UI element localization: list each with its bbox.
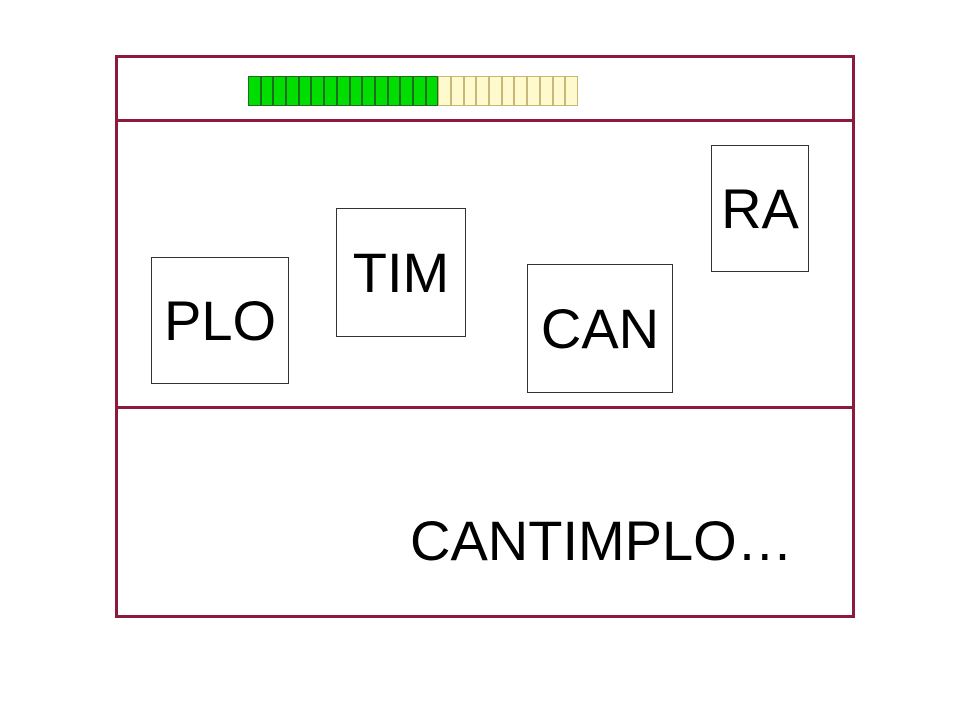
syllable-tile-tim[interactable]: TIM [336,208,466,337]
progress-segment-filled [286,76,299,106]
progress-segment-filled [425,76,439,106]
progress-segment-empty [565,76,578,106]
progress-segment-filled [412,76,426,106]
progress-bar [248,76,578,106]
syllable-tile-ra[interactable]: RA [711,145,809,272]
syllable-tile-plo[interactable]: PLO [151,257,289,384]
progress-segment-empty [489,76,502,106]
progress-segment-filled [362,76,375,106]
progress-segment-empty [451,76,464,106]
answer-word: CANTIMPLO… [410,509,793,572]
progress-segment-empty [463,76,477,106]
progress-segment-filled [336,76,350,106]
progress-segment-filled [324,76,337,106]
progress-segment-empty [552,76,566,106]
progress-segment-empty [476,76,490,106]
progress-segment-empty [514,76,528,106]
progress-segment-empty [539,76,553,106]
progress-segment-filled [248,76,261,106]
progress-segment-filled [260,76,274,106]
progress-segment-filled [273,76,287,106]
progress-segment-filled [298,76,312,106]
progress-segment-filled [311,76,325,106]
progress-segment-filled [374,76,388,106]
progress-segment-empty [527,76,540,106]
syllable-tile-can[interactable]: CAN [527,264,673,393]
progress-segment-empty [501,76,515,106]
progress-segment-filled [387,76,401,106]
progress-segment-empty [438,76,451,106]
progress-segment-filled [349,76,363,106]
answer-panel [115,406,855,618]
progress-segment-filled [400,76,413,106]
